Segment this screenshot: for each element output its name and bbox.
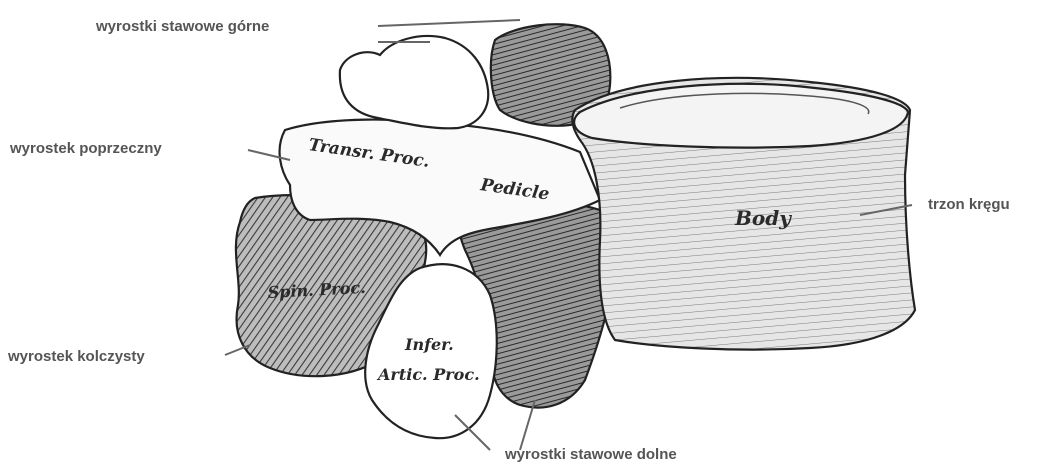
callout-inferior-articular: wyrostki stawowe dolne: [505, 446, 677, 464]
leader-superior-1: [378, 20, 520, 26]
superior-articular-left-shape: [340, 36, 488, 128]
label-inferior-line1: Infer.: [404, 335, 454, 354]
callout-transverse-process: wyrostek poprzeczny: [10, 140, 162, 158]
callout-spinous-process: wyrostek kolczysty: [8, 348, 145, 366]
callout-superior-articular: wyrostki stawowe górne: [96, 18, 269, 36]
callout-vertebral-body: trzon kręgu: [928, 196, 1010, 214]
label-body: Body: [734, 206, 792, 230]
label-inferior-line2: Artic. Proc.: [376, 365, 480, 384]
